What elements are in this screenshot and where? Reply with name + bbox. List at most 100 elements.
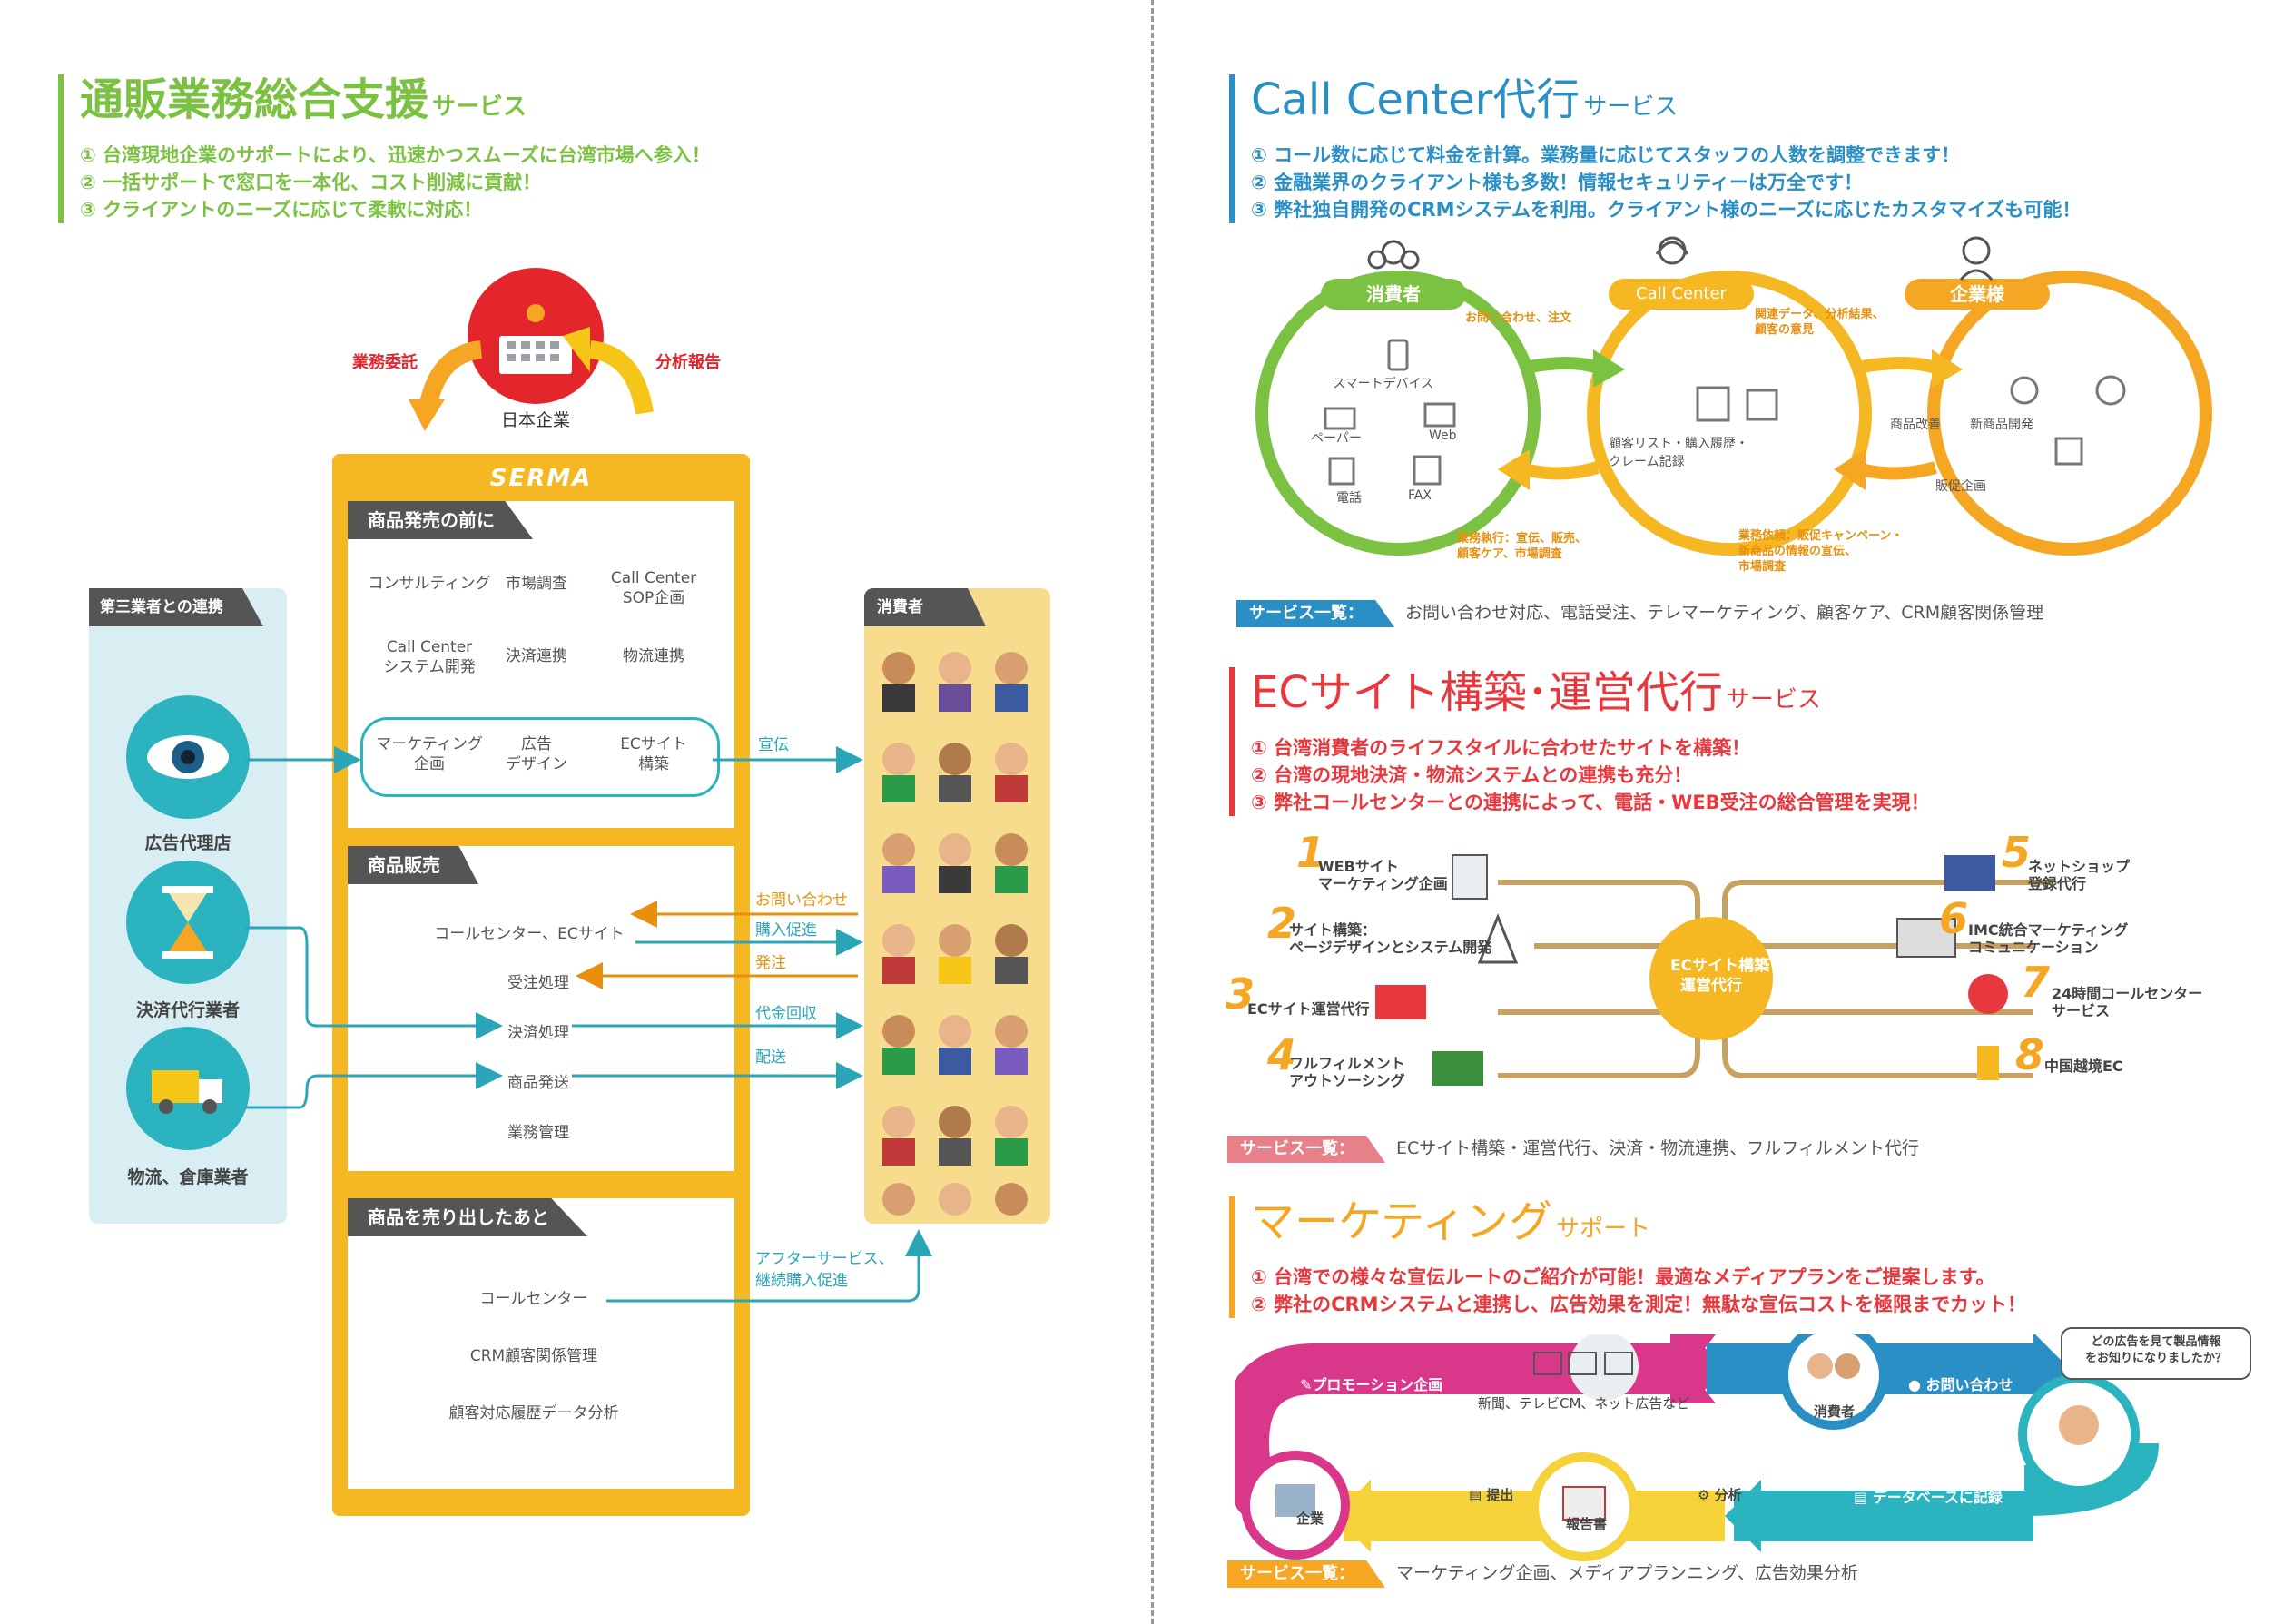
ad-arrow-label: 宣伝: [758, 736, 789, 754]
analysis-label: ⚙ 分析: [1698, 1487, 1742, 1503]
consumers-tab: 消費者: [864, 588, 986, 626]
left-point-2: ② 一括サポートで窓口を一本化、コスト削減に貢献！: [80, 172, 542, 193]
after-sales-box: 商品を売り出したあと コールセンター CRM顧客関係管理 顧客対応履歴データ分析: [348, 1198, 734, 1489]
gear-icon: [2010, 376, 2039, 405]
ec-num-4: 4: [1267, 1030, 1297, 1079]
smartphone-icon: [1387, 339, 1409, 371]
cc-sales-promo-label: 販促企画: [1935, 479, 1986, 494]
cc-service-text: お問い合わせ対応、電話受注、テレマーケティング、顧客ケア、CRM顧客関係管理: [1405, 603, 2044, 623]
submit-label: ▤ 提出: [1469, 1487, 1514, 1503]
mk-consumer-label: 消費者: [1814, 1403, 1856, 1420]
cc-fax-label: FAX: [1408, 488, 1432, 503]
alarm-clock-icon: [1968, 974, 2008, 1014]
consumer-man-icon: [1835, 1353, 1860, 1379]
ec-service-list: サービス一覧： ECサイト構築・運営代行、決済・物流連携、フルフィルメント代行: [1227, 1135, 1919, 1163]
left-title: 通販業務総合支援サービス: [80, 74, 527, 125]
callcenter-header: Call Center代行サービス ① コール数に応じて料金を計算。業務量に応じ…: [1229, 74, 2081, 223]
third-party-tab: 第三業者との連携: [89, 588, 263, 626]
company-building-icon: [1275, 1484, 1315, 1517]
third-party-panel: 第三業者との連携 広告代理店 決済代行業者 物流、倉庫業者: [89, 588, 287, 1224]
bulb-icon: [2095, 375, 2126, 406]
location-pin-icon: [527, 304, 545, 322]
promo-pencil-icon: [2054, 437, 2083, 466]
cc-callcenter-pill: Call Center: [1609, 279, 1754, 310]
callcenter-title: Call Center代行サービス: [1251, 74, 1679, 125]
cc-inquiry-arrow-label: お問い合わせ、注文: [1465, 311, 1572, 325]
arrow-left-icon: [409, 399, 445, 431]
phone-icon: [1328, 457, 1355, 486]
cc-service-chip: サービス一覧：: [1236, 600, 1394, 627]
web-icon: [1423, 402, 1456, 428]
analysis-gear-icon: ⚙: [1698, 1487, 1715, 1503]
newspaper-icon: [1533, 1352, 1562, 1375]
item-order-processing: 受注処理: [507, 974, 569, 992]
payment-agent-label: 決済代行業者: [135, 1000, 240, 1020]
paper-icon: [1324, 407, 1356, 430]
left-section-header: 通販業務総合支援サービス ① 台湾現地企業のサポートにより、迅速かつスムーズに台…: [58, 74, 711, 223]
ec-diagram: [1375, 854, 2052, 1086]
after-service-label: アフターサービス、: [755, 1250, 894, 1268]
after-sales-tab: 商品を売り出したあと: [348, 1198, 587, 1236]
ec-item-5: ネットショップ 登録代行: [2028, 858, 2131, 892]
mk-service-chip: サービス一覧：: [1227, 1560, 1385, 1588]
cc-company-pill: 企業様: [1905, 279, 2050, 310]
cc-execution-arrow-label: 業務執行：宣伝、販売、 顧客ケア、市場調査: [1457, 532, 1588, 561]
document-icon: ▤: [1469, 1487, 1487, 1503]
arrow-right-icon: [563, 327, 590, 372]
item-marketing-plan: マーケティング 企画: [376, 735, 483, 773]
repeat-purchase-label: 継続購入促進: [755, 1272, 848, 1290]
ec-center-label: ECサイト構築 運営代行: [1670, 957, 1770, 995]
mk-report-label: 報告書: [1566, 1516, 1608, 1532]
database-label: ▤ データベースに記録: [1854, 1489, 2003, 1506]
ec-point-1: ① 台湾消費者のライフスタイルに合わせたサイトを構築！: [1251, 737, 1751, 759]
cc-records-label: 顧客リスト・購入履歴・ クレーム記録: [1609, 437, 1748, 469]
cc-point-1: ① コール数に応じて料金を計算。業務量に応じてスタッフの人数を調整できます！: [1251, 144, 1961, 166]
money-icon: [1432, 1051, 1483, 1086]
mk-point-1: ① 台湾での様々な宣伝ルートのご紹介が可能！最適なメディアプランをご提案します。: [1251, 1266, 1995, 1288]
japan-company-label: 日本企業: [501, 410, 571, 430]
outsource-label: 業務委託: [352, 353, 418, 372]
inquiry-label: ● お問い合わせ: [1908, 1376, 2013, 1393]
ec-item-3: ECサイト運営代行: [1247, 1000, 1370, 1018]
ec-service-chip: サービス一覧：: [1227, 1136, 1385, 1163]
cc-consumer-pill: 消費者: [1321, 279, 1466, 310]
item-business-mgmt: 業務管理: [507, 1124, 569, 1142]
logistics-label: 物流、倉庫業者: [127, 1167, 249, 1187]
item-ad-design: 広告 デザイン: [506, 735, 567, 773]
ec-item-1: WEBサイト マーケティング企画: [1318, 858, 1448, 892]
item-payment-link: 決済連携: [506, 647, 567, 665]
cc-request-arrow-label: 業務依頼：販促キャンペーン・ 新商品の情報の宣伝、 市場調査: [1738, 529, 1904, 574]
hourglass-icon: [126, 861, 250, 984]
cc-data-arrow-label: 関連データ、分析結果、 顧客の意見: [1755, 308, 1885, 337]
ec-service-text: ECサイト構築・運営代行、決済・物流連携、フルフィルメント代行: [1396, 1138, 1919, 1158]
item-shipping: 商品発送: [507, 1074, 569, 1092]
cc-point-2: ② 金融業界のクライアント様も多数！情報セキュリティーは万全です！: [1251, 172, 1863, 193]
callcenter-cycle: [1255, 271, 2212, 556]
marketing-points: ① 台湾での様々な宣伝ルートのご紹介が可能！最適なメディアプランをご提案します。…: [1251, 1264, 2026, 1318]
pre-launch-box: 商品発売の前に コンサルティング 市場調査 Call Center SOP企画 …: [348, 501, 734, 828]
ec-num-3: 3: [1226, 969, 1255, 1019]
monitor-chart-icon: [1896, 918, 1956, 958]
chat-icon: ●: [1908, 1376, 1926, 1393]
mk-point-2: ② 弊社のCRMシステムと連携し、広告効果を測定！無駄な宣伝コストを極限までカッ…: [1251, 1294, 2026, 1315]
ec-point-3: ③ 弊社コールセンターとの連携によって、電話・WEB受注の総合管理を実現！: [1251, 792, 1930, 813]
ec-header: ECサイト構築･運営代行サービス ① 台湾消費者のライフスタイルに合わせたサイト…: [1229, 667, 1930, 816]
ec-points: ① 台湾消費者のライフスタイルに合わせたサイトを構築！ ② 台湾の現地決済・物流…: [1251, 734, 1930, 816]
server-icon: [1746, 389, 1778, 421]
cc-web-label: Web: [1429, 428, 1457, 443]
people-icons: [1367, 236, 1994, 281]
pencil-icon: ✎: [1300, 1376, 1313, 1393]
item-cc-ec: コールセンター、ECサイト: [434, 925, 625, 943]
ec-center-circle: [1649, 917, 1773, 1040]
cc-product-improve-label: 商品改善: [1890, 418, 1941, 432]
ec-num-8: 8: [2015, 1030, 2045, 1079]
ec-item-8: 中国越境EC: [2044, 1058, 2123, 1075]
ec-item-4: フルフィルメント アウトソーシング: [1289, 1055, 1405, 1089]
ec-num-6: 6: [1939, 894, 1969, 943]
consumers-panel: 消費者: [864, 588, 1050, 1224]
ec-num-7: 7: [2021, 958, 2051, 1007]
ec-item-2: サイト構築： ページデザインとシステム開発: [1289, 921, 1492, 956]
eye-icon: [126, 695, 250, 819]
cc-smart-device-label: スマートデバイス: [1333, 377, 1434, 391]
ec-num-2: 2: [1267, 899, 1297, 948]
